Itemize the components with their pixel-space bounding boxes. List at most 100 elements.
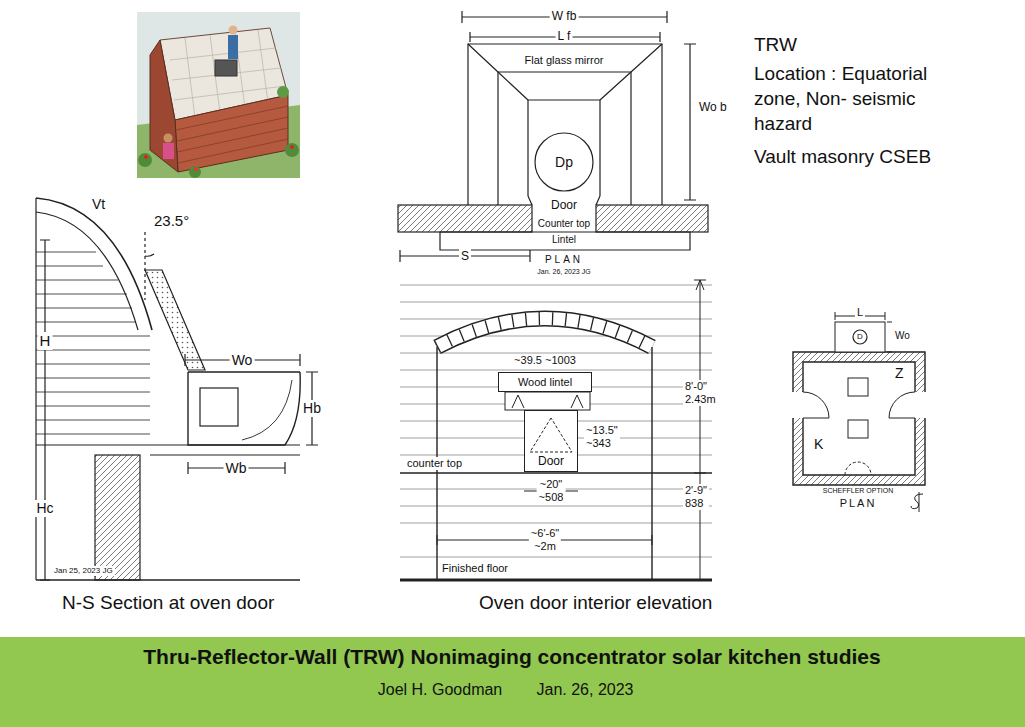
part-label: Door [549,198,579,212]
dimension-label: Wb [224,460,249,477]
title-band [0,637,1025,727]
perspective-sketch-part [229,26,238,35]
kitchen-plan-part [889,392,915,418]
lintel-box: Wood lintel [498,372,592,392]
ns-section-part [36,198,152,330]
perspective-sketch-part [215,60,237,76]
ns-section-part [95,455,140,580]
perspective-sketch-part [176,106,288,163]
kitchen-plan-part [911,492,923,512]
text-line: ~6'-6" [531,527,559,540]
kitchen-plan-part [887,322,892,352]
dimension-label: ~20" ~508 [537,478,566,504]
page-title: Thru-Reflector-Wall (TRW) Nonimaging con… [143,645,880,669]
text-line: 2.43m [685,393,716,406]
trw-plan-part [440,232,690,250]
dimension-label: S [459,249,471,263]
ns-section-part [36,445,300,455]
door-elevation-part [400,472,712,474]
circle-shape [853,330,867,344]
trw-plan-part [684,44,696,200]
node-text: Wood lintel [518,376,572,389]
part-label: Flat glass mirror [523,54,606,67]
door-elevation-part [437,319,652,348]
dimension-label: H [38,332,53,350]
part-label: Lintel [550,234,578,246]
note-text: TRW [752,34,799,57]
door-elevation-part [505,392,590,410]
perspective-sketch-part [163,143,174,159]
trw-plan-part [528,100,600,196]
dimension-label: Vt [90,196,107,213]
kitchen-plan [792,312,926,512]
note-text: Location : Equatorial zone, Non- seismic… [752,61,929,136]
ns-section-part [35,198,36,580]
ns-section-part [36,579,300,581]
trw-plan-part [468,44,662,205]
ns-section-part [145,254,154,256]
perspective-sketch-part [290,145,294,149]
circle-shape [535,133,593,191]
dimension-label: Wo [893,330,912,342]
kitchen-plan-part [793,352,925,485]
ns-section-part [242,380,292,440]
perspective-sketch-part [164,134,173,143]
dimension-label: Hc [34,500,55,517]
door-elevation-part [530,418,572,452]
perspective-sketch-part [228,35,238,59]
dimension-label: 8'-0" 2.43m [683,380,718,406]
text-line: ~20" [539,478,564,491]
door-elevation-part [437,319,652,348]
angle-label: 23.5° [152,212,191,230]
perspective-sketch-part [138,153,152,167]
zone-label: Z [893,365,906,382]
dimension-label: Wo b [697,100,729,114]
dimension-label: W fb [550,9,579,23]
zone-label: K [812,436,825,453]
author-name: Joel H. Goodman [376,680,505,699]
title-band-part [0,637,1025,727]
dimension-label: Wo [230,352,255,369]
date-note: Jan. 26, 2023 JG [535,268,592,276]
perspective-sketch-part [150,40,178,172]
node-text: Dp [555,154,573,170]
kitchen-plan-part [845,462,871,475]
note-text: Vault masonry CSEB [752,146,933,169]
kitchen-plan-part [803,392,829,418]
part-label: counter top [405,457,464,470]
text-line: 838 [685,497,707,510]
door-elevation-part [524,410,578,472]
trw-plan-part [498,72,631,205]
date-note: Jan 25, 2023 JG [52,566,115,576]
text-line: hazard [754,111,927,136]
dimension-label: ~39.5 ~1003 [512,354,578,367]
trw-plan [398,11,708,262]
plan-title: PLAN [838,497,879,510]
ns-section-part [144,232,145,300]
text-line: ~508 [539,491,564,504]
trw-plan-part [468,44,662,100]
dimension-label: L f [556,29,573,43]
view-caption: N-S Section at oven door [60,592,276,615]
door-elevation [400,280,712,580]
dimension-label: 2'-9" 838 [683,484,709,510]
dimension-label: L [855,306,865,319]
perspective-sketch-part [144,155,148,159]
aperture-circle: Dp [534,132,594,192]
ns-section-part [36,212,138,330]
text-line: ~13.5" [586,424,618,437]
perspective-sketch-part [175,95,288,172]
kitchen-plan-part [792,392,804,418]
part-label: Finished floor [440,562,510,575]
ns-section-part [188,372,300,445]
reflector-circle: D [852,329,868,345]
door-elevation-part [400,579,712,582]
trw-plan-part [398,205,532,232]
kitchen-plan-part [914,392,926,418]
door-elevation-part [512,395,583,408]
ns-section-part [36,252,150,434]
perspective-sketch-part [277,86,289,98]
text-line: 2'-9" [685,484,707,497]
option-note: SCHEFFLER OPTION [821,487,895,495]
